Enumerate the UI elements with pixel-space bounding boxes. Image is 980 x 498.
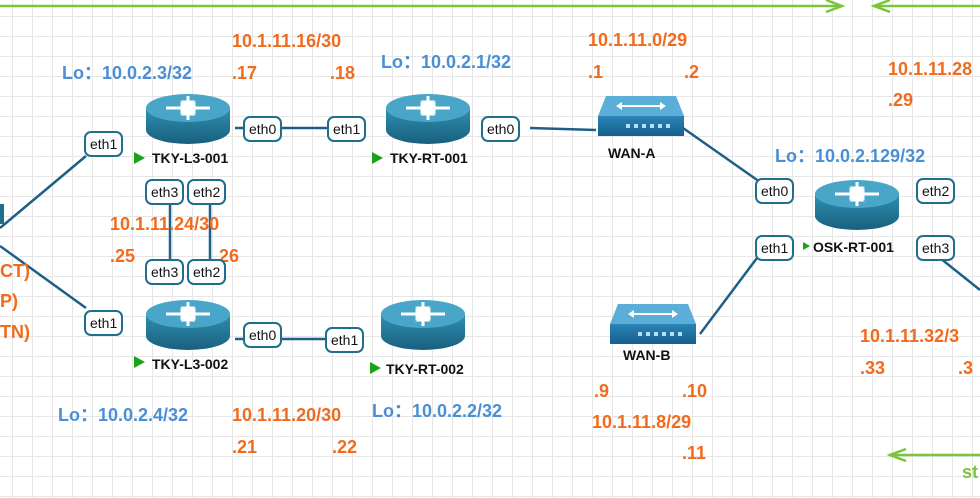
link-rt-001-wan-a (529, 126, 597, 132)
port-tky-l3-002-eth0[interactable]: eth0 (243, 322, 283, 348)
subnet-label: 10.1.11.8/29 (592, 412, 692, 432)
switch-icon-wan-a[interactable] (598, 96, 684, 136)
link-left-l3-001 (0, 155, 87, 229)
status-play-icon (134, 356, 145, 368)
link-wan-a-osk (682, 126, 761, 184)
device-name-wan-b: WAN-B (623, 347, 671, 363)
ip-host-label: .3 (958, 358, 974, 378)
ip-host-label: .22 (332, 437, 358, 457)
switch-icon-wan-b[interactable] (610, 304, 696, 344)
port-osk-rt-001-eth0[interactable]: eth0 (755, 178, 795, 204)
router-icon-osk-rt-001[interactable] (815, 180, 899, 230)
ip-host-label: .25 (110, 246, 136, 266)
router-icon-tky-rt-001[interactable] (386, 94, 470, 144)
port-tky-l3-002-eth1[interactable]: eth1 (84, 310, 124, 336)
port-tky-l3-001-eth2[interactable]: eth2 (187, 179, 227, 205)
status-play-icon (370, 362, 381, 374)
device-name-tky-rt-001: TKY-RT-001 (390, 150, 468, 166)
loopback-label-tky-l3-001: Lo：10.0.2.3/32 (62, 63, 193, 83)
device-name-tky-l3-002: TKY-L3-002 (152, 356, 229, 372)
subnet-label: 10.1.11.0/29 (588, 30, 688, 50)
device-name-tky-rt-002: TKY-RT-002 (386, 361, 464, 377)
port-tky-l3-001-eth1[interactable]: eth1 (84, 131, 124, 157)
left-fragment-label: TN) (0, 322, 30, 342)
loopback-label-tky-rt-001: Lo：10.0.2.1/32 (381, 52, 512, 72)
port-osk-rt-001-eth3[interactable]: eth3 (916, 235, 956, 261)
ip-host-label: .29 (888, 90, 914, 110)
left-fragment-label: P) (0, 291, 18, 311)
port-tky-rt-001-eth0[interactable]: eth0 (481, 116, 521, 142)
loopback-label-osk-rt-001: Lo：10.0.2.129/32 (775, 146, 926, 166)
subnet-label: 10.1.11.24/30 (110, 214, 220, 234)
ip-host-label: .9 (594, 381, 610, 401)
bottom-right-fragment-label: st (962, 462, 979, 482)
router-icon-tky-l3-002[interactable] (146, 300, 230, 350)
ip-host-label: .21 (232, 437, 258, 457)
device-name-wan-a: WAN-A (608, 145, 656, 161)
subnet-label: 10.1.11.28 (888, 59, 973, 79)
status-play-icon (803, 242, 810, 250)
status-play-icon (134, 152, 145, 164)
port-osk-rt-001-eth1[interactable]: eth1 (755, 235, 795, 261)
ip-host-label: .2 (684, 62, 700, 82)
ip-host-label: .17 (232, 63, 258, 83)
ip-host-label: .1 (588, 62, 604, 82)
status-play-icon (372, 152, 383, 164)
loopback-label-tky-l3-002: Lo：10.0.2.4/32 (58, 405, 189, 425)
green-arrow-bottom (886, 447, 980, 463)
link-wan-b-osk (699, 253, 761, 335)
port-tky-l3-001-eth0[interactable]: eth0 (243, 116, 283, 142)
port-tky-l3-002-eth2[interactable]: eth2 (187, 259, 227, 285)
link-osk-eth3-right (939, 257, 980, 291)
link-left-l3-002 (0, 244, 87, 310)
ip-host-label: .10 (682, 381, 708, 401)
ip-host-label: .11 (682, 443, 707, 463)
green-arrow-top-right (870, 0, 980, 14)
links (0, 126, 980, 341)
device-name-tky-l3-001: TKY-L3-001 (152, 150, 229, 166)
green-arrow-top (0, 0, 846, 14)
port-tky-rt-002-eth1[interactable]: eth1 (325, 327, 365, 353)
port-tky-l3-001-eth3[interactable]: eth3 (145, 179, 185, 205)
router-icon-tky-rt-002[interactable] (381, 300, 465, 350)
ip-host-label: .18 (330, 63, 356, 83)
left-node-fragment (0, 204, 4, 224)
port-tky-rt-001-eth1[interactable]: eth1 (327, 116, 367, 142)
router-icon-tky-l3-001[interactable] (146, 94, 230, 144)
subnet-label: 10.1.11.16/30 (232, 31, 342, 51)
left-fragment-label: CT) (0, 261, 30, 281)
device-name-osk-rt-001: OSK-RT-001 (813, 239, 894, 255)
subnet-label: 10.1.11.32/3 (860, 326, 960, 346)
port-osk-rt-001-eth2[interactable]: eth2 (916, 178, 956, 204)
port-tky-l3-002-eth3[interactable]: eth3 (145, 259, 185, 285)
ip-host-label: .33 (860, 358, 886, 378)
subnet-label: 10.1.11.20/30 (232, 405, 342, 425)
loopback-label-tky-rt-002: Lo：10.0.2.2/32 (372, 401, 503, 421)
